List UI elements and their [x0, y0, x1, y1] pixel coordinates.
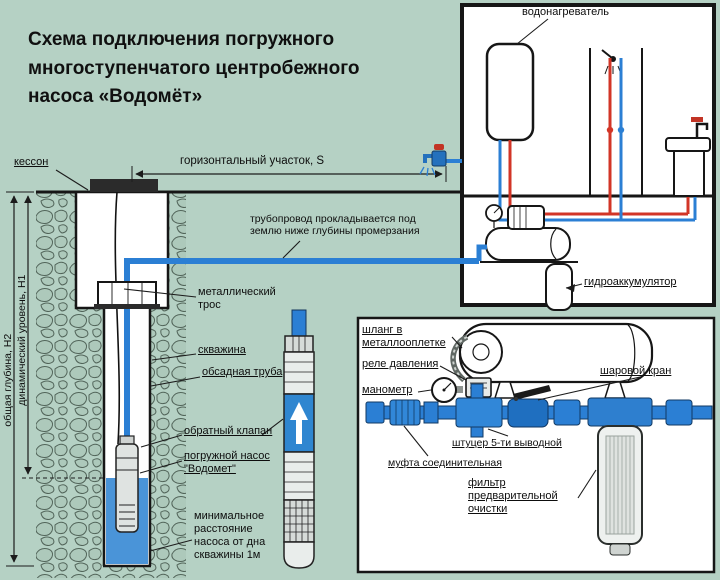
dynamic-level-label: динамический уровень, H1	[15, 274, 28, 406]
safety-cable	[114, 191, 121, 445]
pressure-relay-label: реле давления	[362, 358, 439, 370]
right-coupling-fitting	[665, 399, 693, 426]
house-outline	[460, 3, 716, 311]
filter-drawing	[587, 397, 653, 556]
page-title-line2: многоступенчатого центробежного	[28, 57, 360, 79]
hydroaccumulator-label: гидроаккумулятор	[584, 276, 677, 288]
caisson-lid	[90, 179, 158, 192]
detail-panel	[356, 316, 716, 574]
water-heater-tank	[485, 42, 535, 142]
leader-lines	[55, 18, 641, 552]
page-title-line1: Схема подключения погружного	[28, 29, 335, 50]
sink-faucet-icon	[695, 122, 709, 138]
pump-station-drawing	[480, 204, 578, 311]
pump-detail-view	[283, 309, 315, 569]
pump-head	[94, 281, 160, 309]
depth-dimension	[6, 191, 34, 567]
cold-tap-dot	[617, 126, 625, 134]
pipeline-depth-note: трубопровод прокладывается под землю ниж…	[250, 213, 420, 238]
borehole-label: скважина	[198, 344, 246, 356]
hot-tap-dot	[606, 126, 614, 134]
five-way-fitting-drawing	[455, 383, 503, 438]
distance-dimension	[131, 166, 447, 182]
prefilter-label: фильтр предварительной очистки	[468, 477, 558, 515]
horizontal-section-label: горизонтальный участок, S	[180, 155, 325, 167]
accumulator-tank-detail	[458, 322, 654, 399]
submersible-pump-label: погружной насос "Водомет"	[184, 450, 270, 475]
ball-valve-drawing	[507, 385, 551, 428]
coupling-fitting	[389, 399, 439, 426]
caisson-label: кессон	[14, 156, 49, 168]
flow-arrow-icon	[290, 402, 308, 444]
manometer-label: манометр	[362, 384, 413, 396]
coupling-label: муфта соединительная	[388, 457, 502, 469]
supply-pipe	[124, 258, 479, 446]
min-distance-label: минимальное расстояние насоса от дна скв…	[194, 510, 266, 561]
casing-pipe-label: обсадная труба	[202, 366, 283, 378]
level-dimension	[22, 195, 104, 479]
coupling-b-fitting	[553, 399, 581, 426]
page-title: Схема подключения погружного многоступен…	[28, 26, 458, 112]
sink	[665, 117, 711, 197]
braided-hose-label: шланг в металлооплетке	[362, 324, 446, 349]
five-way-fitting-label: штуцер 5-ти выводной	[452, 437, 562, 449]
supply-pipe-elbow	[476, 244, 487, 261]
total-depth-label: общая глубина, H2	[1, 333, 14, 427]
page-title-line3: насоса «Водомёт»	[28, 86, 203, 107]
cold-pipe	[498, 58, 697, 229]
ball-valve-label: шаровой кран	[600, 365, 672, 377]
metal-cable-label: металлический трос	[198, 286, 276, 311]
stone-field	[36, 192, 186, 578]
outdoor-tap-icon	[419, 144, 462, 177]
check-valve-label: обратный клапан	[184, 425, 273, 437]
manometer-gauge	[431, 377, 463, 403]
submersible-pump-drawing	[115, 435, 139, 533]
water-heater-label: водонагреватель	[522, 6, 609, 18]
main-pipe-detail	[365, 383, 713, 556]
